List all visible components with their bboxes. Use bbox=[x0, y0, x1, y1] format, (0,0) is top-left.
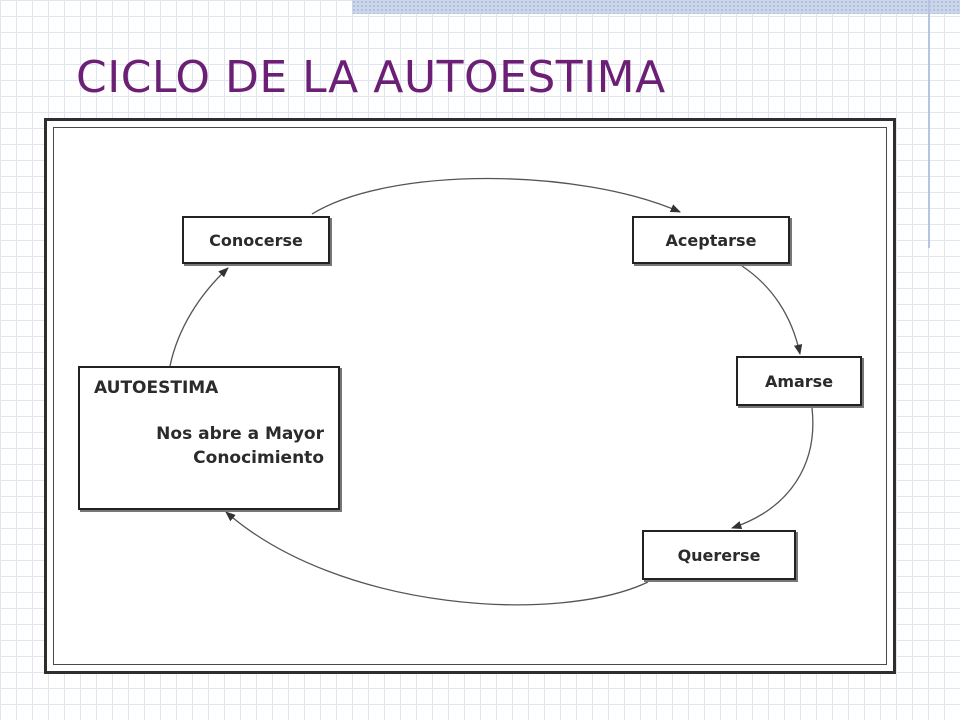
arrow-autoestima-to-conocerse bbox=[169, 267, 229, 367]
decorative-side-line bbox=[928, 0, 930, 248]
node-autoestima: AUTOESTIMA Nos abre a Mayor Conocimiento bbox=[78, 366, 340, 510]
node-autoestima-text-line1: Nos abre a Mayor bbox=[156, 424, 324, 444]
node-amarse: Amarse bbox=[736, 356, 862, 406]
slide-title: CICLO DE LA AUTOESTIMA bbox=[76, 52, 666, 103]
arrow-aceptarse-to-amarse bbox=[741, 265, 803, 356]
node-aceptarse: Aceptarse bbox=[632, 216, 790, 264]
node-autoestima-text-line2: Conocimiento bbox=[193, 448, 324, 468]
decorative-top-band bbox=[352, 0, 960, 14]
node-autoestima-heading: AUTOESTIMA bbox=[94, 378, 219, 398]
arrow-quererse-to-autoestima bbox=[225, 511, 649, 606]
node-amarse-label: Amarse bbox=[764, 371, 834, 391]
arrow-conocerse-to-aceptarse bbox=[311, 177, 681, 215]
node-conocerse: Conocerse bbox=[182, 216, 330, 264]
arrow-amarse-to-quererse bbox=[731, 407, 814, 529]
node-aceptarse-label: Aceptarse bbox=[665, 230, 757, 250]
node-quererse-label: Quererse bbox=[677, 545, 761, 565]
node-quererse: Quererse bbox=[642, 530, 796, 580]
node-conocerse-label: Conocerse bbox=[209, 230, 303, 250]
